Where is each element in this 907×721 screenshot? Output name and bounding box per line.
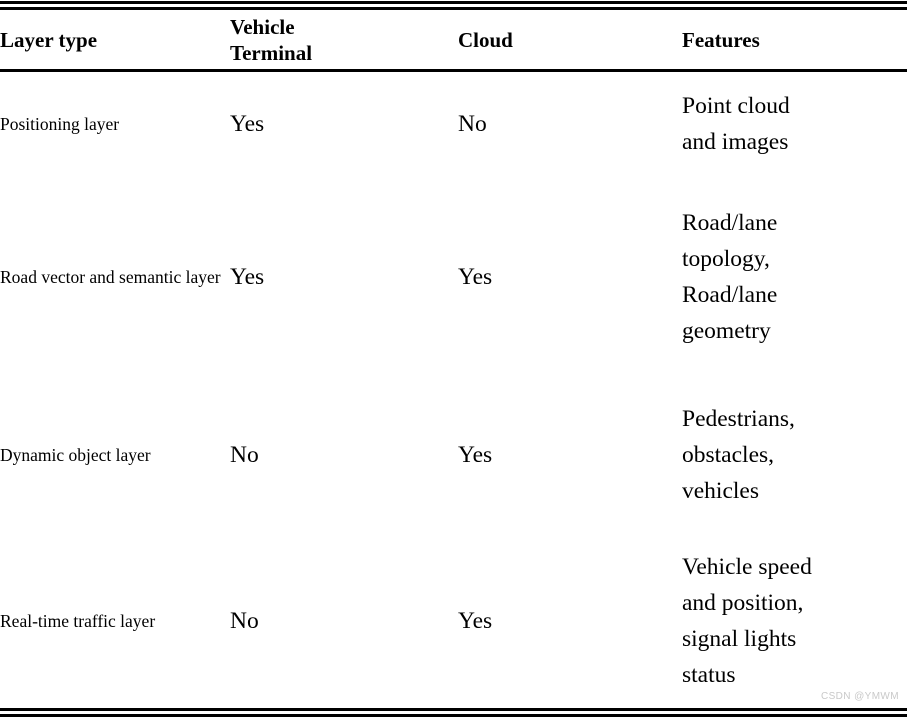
feature-line: status	[682, 662, 736, 688]
cell-vehicle-terminal: No	[230, 608, 259, 634]
column-header-layer-type: Layer type	[0, 10, 230, 69]
feature-line: Road/lane	[682, 282, 778, 308]
column-header-cloud: Cloud	[458, 10, 682, 69]
cell-vehicle-terminal: Yes	[230, 264, 265, 290]
cell-vehicle-terminal: No	[230, 442, 259, 468]
feature-line: signal lights	[682, 626, 797, 652]
column-header-cloud-line-1: Cloud	[458, 27, 513, 52]
cell-layer-type: Positioning layer	[0, 113, 120, 134]
column-header-vehicle-terminal-line-2: Terminal	[230, 40, 313, 65]
column-header-vehicle-terminal-line-1: Vehicle	[230, 14, 295, 39]
feature-line: and position,	[682, 590, 804, 616]
cell-cloud: Yes	[458, 608, 493, 634]
table-body: Positioning layer Yes No Point cloud and…	[0, 69, 907, 707]
feature-line: topology,	[682, 246, 770, 272]
table-row: Real-time traffic layer No Yes Vehicle s…	[0, 535, 907, 707]
cell-cloud: Yes	[458, 264, 493, 290]
cell-cloud: Yes	[458, 442, 493, 468]
table-row: Road vector and semantic layer Yes Yes R…	[0, 179, 907, 375]
layer-type-table: Layer type Vehicle Terminal Cloud Featur…	[0, 10, 907, 707]
feature-line: Road/lane	[682, 210, 778, 236]
feature-line: Pedestrians,	[682, 406, 795, 432]
column-header-vehicle-terminal: Vehicle Terminal	[230, 10, 458, 69]
table-bottom-rule-inner	[0, 708, 907, 711]
column-header-layer-type-line-1: Layer type	[0, 27, 98, 52]
cell-features: Road/lane topology, Road/lane geometry	[682, 179, 907, 375]
feature-line: Vehicle speed	[682, 554, 812, 580]
cell-features: Pedestrians, obstacles, vehicles	[682, 375, 907, 535]
cell-layer-type: Real-time traffic layer	[0, 610, 156, 631]
column-header-features: Features	[682, 10, 907, 69]
watermark: CSDN @YMWM	[820, 691, 899, 702]
table-top-rule-outer	[0, 1, 907, 4]
table-header-rule	[0, 69, 907, 72]
table-row: Positioning layer Yes No Point cloud and…	[0, 69, 907, 179]
table-header-row: Layer type Vehicle Terminal Cloud Featur…	[0, 10, 907, 69]
cell-vehicle-terminal: Yes	[230, 111, 265, 137]
cell-layer-type: Dynamic object layer	[0, 444, 151, 465]
feature-line: vehicles	[682, 478, 759, 504]
column-header-features-line-1: Features	[682, 27, 760, 52]
cell-features: Vehicle speed and position, signal light…	[682, 535, 907, 707]
cell-cloud: No	[458, 111, 487, 137]
cell-features: Point cloud and images	[682, 69, 907, 179]
feature-line: Point cloud	[682, 93, 790, 119]
cell-layer-type: Road vector and semantic layer	[0, 266, 221, 287]
table-bottom-rule-outer	[0, 714, 907, 717]
table-top-rule-inner	[0, 7, 907, 10]
feature-line: and images	[682, 129, 789, 155]
table-row: Dynamic object layer No Yes Pedestrians,…	[0, 375, 907, 535]
feature-line: geometry	[682, 318, 771, 344]
feature-line: obstacles,	[682, 442, 775, 468]
table-header: Layer type Vehicle Terminal Cloud Featur…	[0, 10, 907, 69]
